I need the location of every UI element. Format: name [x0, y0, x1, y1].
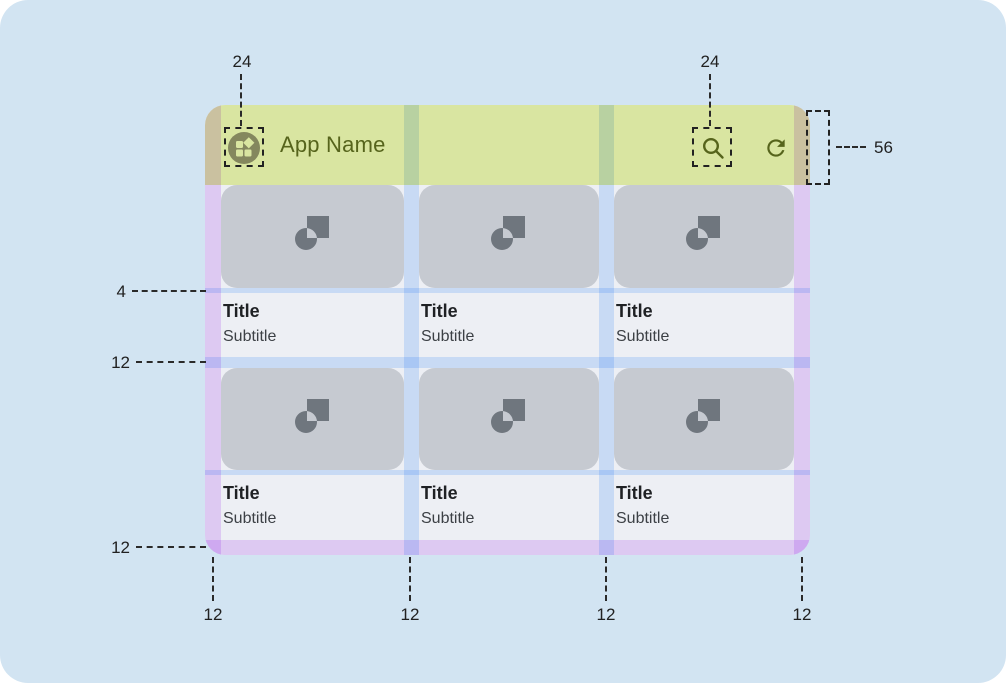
card-text[interactable]: Title Subtitle	[614, 293, 794, 357]
image-placeholder-icon	[682, 397, 726, 442]
appbar-height-bracket	[806, 110, 830, 185]
image-placeholder-icon	[291, 397, 335, 442]
card-image[interactable]	[221, 368, 404, 470]
dimension-label-12-bottom-4: 12	[792, 605, 812, 624]
dimension-label-4: 4	[116, 282, 126, 301]
dimension-label-24-left: 24	[232, 52, 252, 71]
refresh-icon	[763, 139, 789, 164]
card-title: Title	[223, 483, 260, 503]
dimension-line	[801, 557, 803, 601]
dimension-line	[605, 557, 607, 601]
dimension-label-24-right: 24	[700, 52, 720, 71]
dimension-line	[212, 557, 214, 601]
card-subtitle: Subtitle	[223, 328, 277, 345]
card-title: Title	[421, 301, 458, 321]
dimension-label-12-bottom-margin: 12	[111, 538, 130, 557]
row-gap-overlay	[205, 357, 810, 368]
dimension-line	[709, 74, 711, 126]
bottom-margin-overlay	[205, 540, 810, 555]
image-placeholder-icon	[682, 214, 726, 259]
refresh-button[interactable]	[763, 135, 789, 161]
card-text[interactable]: Title Subtitle	[419, 475, 599, 540]
dimension-label-12-bottom-3: 12	[596, 605, 616, 624]
dimension-line	[136, 546, 206, 548]
app-title: App Name	[280, 132, 386, 157]
card-image[interactable]	[419, 185, 599, 288]
dimension-line	[136, 361, 206, 363]
dimension-label-12-bottom-1: 12	[203, 605, 223, 624]
card-image[interactable]	[419, 368, 599, 470]
card-subtitle: Subtitle	[616, 510, 670, 527]
card-title: Title	[421, 483, 458, 503]
dashboard-icon	[228, 132, 260, 167]
image-placeholder-icon	[291, 214, 335, 259]
card-text[interactable]: Title Subtitle	[614, 475, 794, 540]
search-icon	[700, 137, 726, 164]
card-subtitle: Subtitle	[223, 510, 277, 527]
dimension-label-12-rowgap: 12	[111, 353, 130, 372]
dimension-line	[132, 290, 206, 292]
card-image[interactable]	[221, 185, 404, 288]
icon-keyline-box-right	[692, 127, 732, 167]
search-button[interactable]	[700, 135, 726, 161]
app-mockup: App Name	[205, 105, 810, 555]
image-placeholder-icon	[487, 397, 531, 442]
icon-keyline-box-left	[224, 127, 264, 167]
dimension-line	[240, 74, 242, 126]
card-title: Title	[616, 483, 653, 503]
dimension-line	[836, 146, 866, 148]
card-subtitle: Subtitle	[421, 510, 475, 527]
dimension-label-56: 56	[874, 138, 893, 157]
card-text[interactable]: Title Subtitle	[221, 475, 404, 540]
app-menu-button[interactable]	[228, 132, 260, 164]
dimension-label-12-bottom-2: 12	[400, 605, 420, 624]
card-subtitle: Subtitle	[616, 328, 670, 345]
card-text[interactable]: Title Subtitle	[419, 293, 599, 357]
card-subtitle: Subtitle	[421, 328, 475, 345]
card-title: Title	[223, 301, 260, 321]
image-placeholder-icon	[487, 214, 531, 259]
card-image[interactable]	[614, 368, 794, 470]
card-image[interactable]	[614, 185, 794, 288]
card-title: Title	[616, 301, 653, 321]
dimension-line	[409, 557, 411, 601]
card-text[interactable]: Title Subtitle	[221, 293, 404, 357]
